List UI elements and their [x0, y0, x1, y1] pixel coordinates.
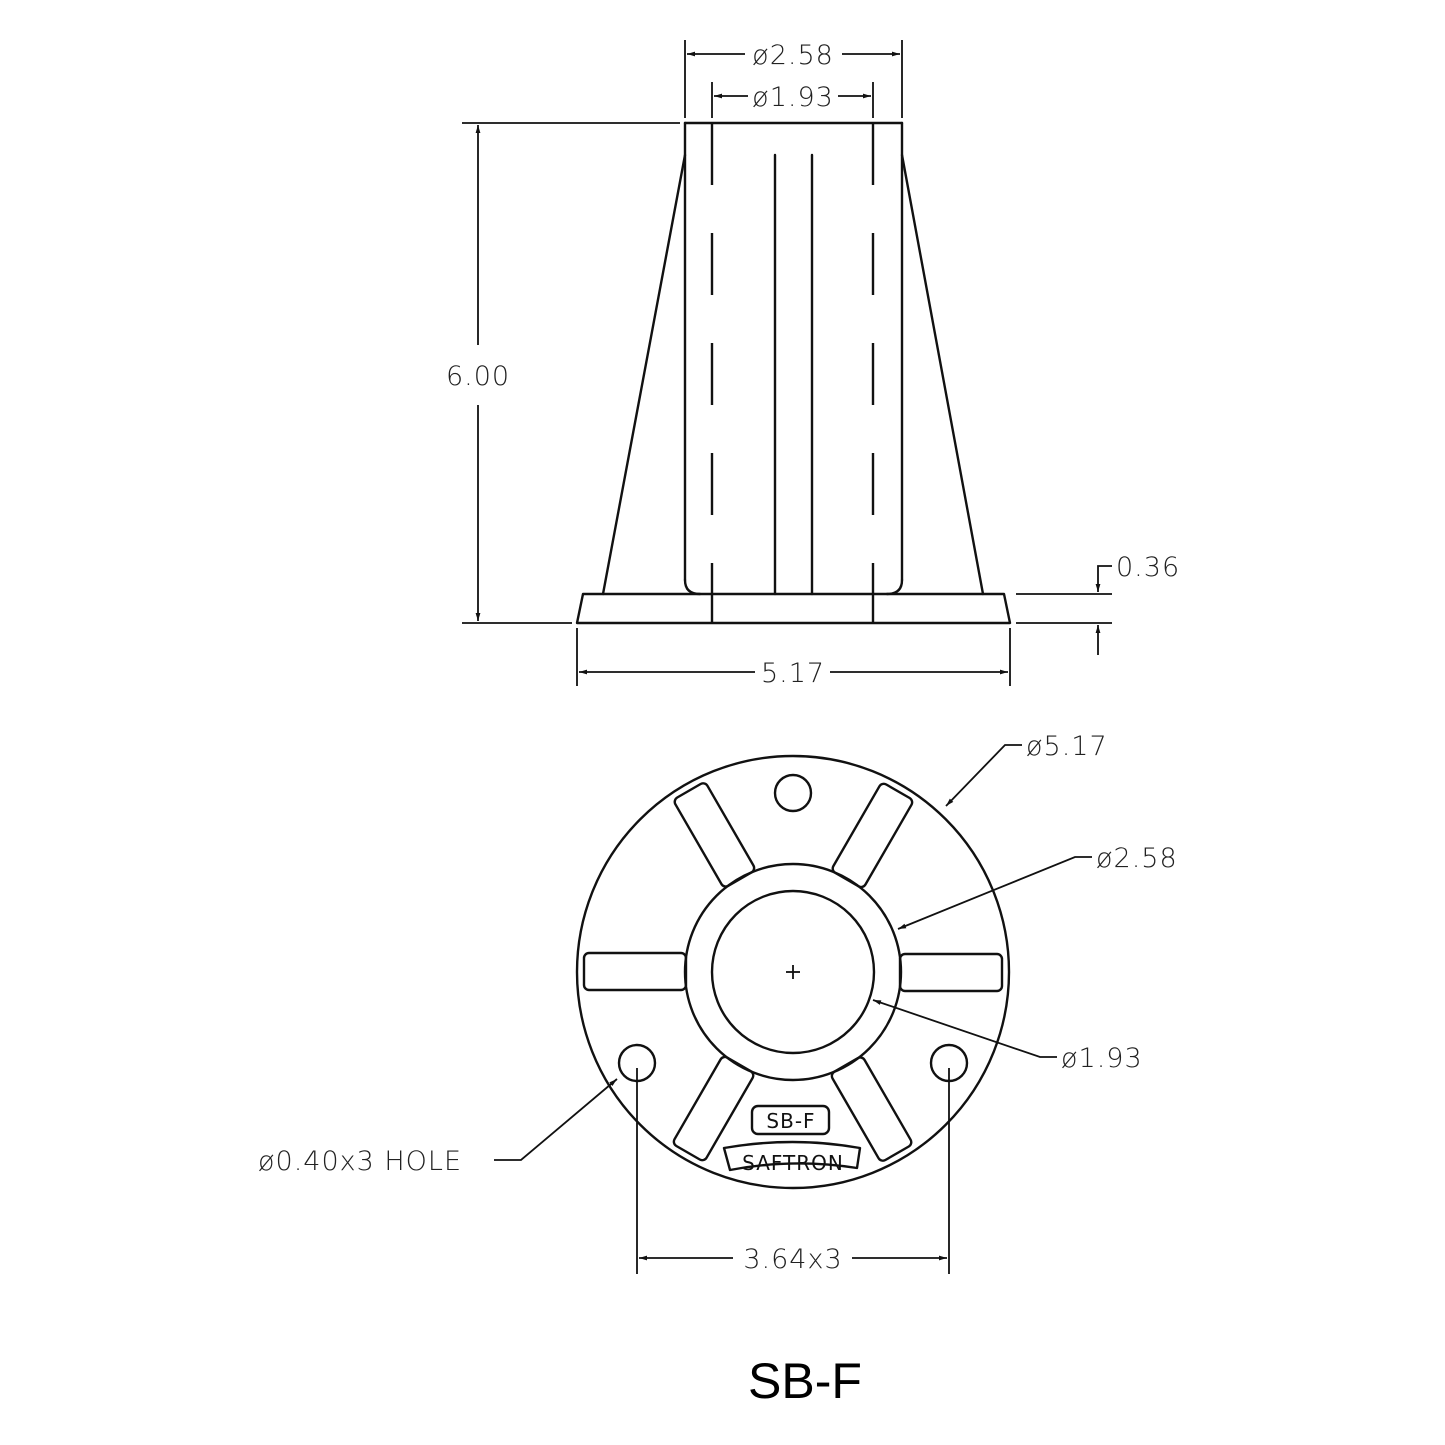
left-fillet: [683, 578, 702, 596]
embossed-model-text: SB-F: [766, 1109, 815, 1133]
left-gusset-edge: [601, 153, 687, 596]
base-flange: [575, 592, 1012, 625]
front-view: ø2.58 ø1.93 6.00 0.36 5.17: [446, 40, 1180, 689]
drawing-title: SB-F: [748, 1353, 862, 1409]
dim-tube-outer-diameter: ø2.58: [1096, 843, 1178, 874]
top-view: SB-F SAFTRON ø5.17 ø2.58 ø1.93 ø0.40x3 H…: [258, 731, 1178, 1275]
embossed-model-box: [750, 1104, 831, 1136]
dim-hole-spacing: 3.64x3: [743, 1244, 842, 1275]
right-fillet: [885, 578, 904, 596]
mounting-hole-top: [773, 773, 813, 813]
tube-inner-circle: [710, 889, 876, 1055]
right-gusset-edge: [900, 153, 985, 596]
dim-tube-inner-diameter: ø1.93: [1061, 1043, 1143, 1074]
dim-base-thickness: 0.36: [1116, 552, 1180, 583]
spoke-ribs: [582, 782, 1004, 1162]
dim-inner-diameter-top: ø1.93: [752, 82, 834, 113]
flange-outline: [575, 754, 1011, 1190]
dim-mounting-holes: ø0.40x3 HOLE: [258, 1146, 462, 1177]
embossed-brand-text: SAFTRON: [742, 1151, 844, 1175]
dim-flange-diameter: ø5.17: [1026, 731, 1108, 762]
embossed-brand-box: [722, 1140, 862, 1172]
dim-outer-diameter-top: ø2.58: [752, 40, 834, 71]
dim-height: 6.00: [446, 361, 510, 392]
dim-base-width: 5.17: [761, 658, 825, 689]
